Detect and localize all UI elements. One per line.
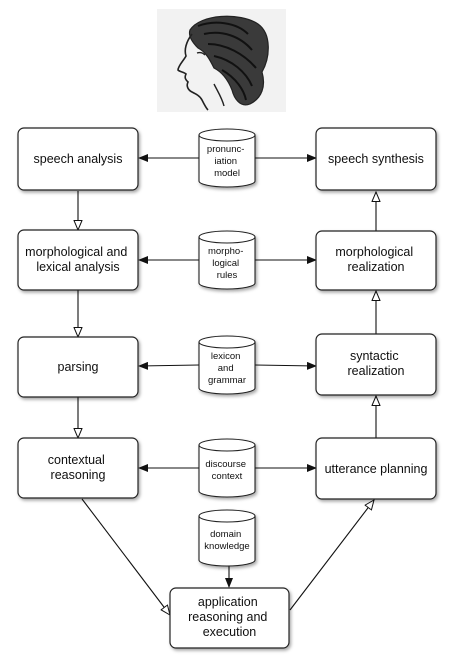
edge-application-to-utterance — [289, 500, 374, 611]
application-line-2: reasoning and — [188, 610, 267, 624]
utterance-line-1: utterance planning — [325, 462, 428, 476]
svg-text:parsing: parsing — [58, 360, 99, 374]
morph-rules-line-1: morpho- — [208, 246, 243, 257]
svg-text:morphological and lexica: morphological and lexical analysis — [25, 245, 131, 274]
pronunciation-line-3: model — [214, 168, 240, 179]
parsing-line-1: parsing — [58, 360, 99, 374]
box-parsing: parsing — [17, 336, 139, 398]
syntactic-line-1: syntactic — [350, 349, 399, 363]
box-speech-synthesis: speech synthesis — [315, 127, 437, 191]
discourse-line-2: context — [212, 471, 243, 482]
box-morphological-lexical-analysis: morphological and lexical analysis — [17, 229, 139, 291]
box-utterance-planning: utterance planning — [315, 437, 437, 500]
morph-realization-line-1: morphological — [335, 245, 413, 259]
pronunciation-line-1: pronunc- — [207, 144, 245, 155]
edge-contextual-to-application — [81, 498, 170, 615]
edge-lexicon-to-parsing — [138, 361, 200, 370]
speech-synthesis-line-1: speech synthesis — [328, 152, 424, 166]
store-morphological-rules: morpho- logical rules — [198, 230, 256, 290]
box-speech-analysis: speech analysis — [17, 127, 139, 191]
discourse-line-1: discourse — [205, 459, 246, 470]
lexicon-line-1: lexicon — [211, 351, 241, 362]
box-application-reasoning-execution: application reasoning and execution — [169, 587, 290, 649]
store-lexicon-grammar: lexicon and grammar — [198, 335, 256, 395]
lexicon-line-3: grammar — [208, 375, 246, 386]
morph-analysis-line-1: morphological and — [25, 245, 127, 259]
svg-text:discourse context: discourse context — [205, 459, 248, 482]
svg-text:speech analysis: speech analysis — [34, 152, 123, 166]
syntactic-line-2: realization — [348, 364, 405, 378]
svg-text:application reasoning an: application reasoning and execution — [188, 595, 271, 639]
edge-lexicon-to-syntactic — [254, 361, 317, 370]
sketched-face-icon — [157, 9, 286, 112]
speech-analysis-line-1: speech analysis — [34, 152, 123, 166]
store-discourse-context: discourse context — [198, 438, 256, 498]
svg-text:pronunc- iation mo: pronunc- iation model — [207, 144, 247, 179]
svg-text:syntactic realization: syntactic realization — [348, 349, 405, 378]
contextual-line-1: contextual — [48, 453, 105, 467]
lexicon-line-2: and — [218, 363, 234, 374]
svg-text:contextual reasoning: contextual reasoning — [48, 453, 108, 482]
domain-line-2: knowledge — [204, 541, 249, 552]
svg-text:speech synthesis: speech synthesis — [328, 152, 424, 166]
morph-realization-line-2: realization — [348, 260, 405, 274]
store-domain-knowledge: domain knowledge — [198, 509, 256, 567]
svg-text:lexicon and gramma: lexicon and grammar — [208, 351, 246, 386]
box-syntactic-realization: syntactic realization — [315, 333, 437, 396]
pronunciation-line-2: iation — [214, 156, 237, 167]
domain-line-1: domain — [210, 529, 241, 540]
svg-text:utterance planning: utterance planning — [325, 462, 428, 476]
box-contextual-reasoning: contextual reasoning — [17, 437, 139, 499]
box-morphological-realization: morphological realization — [315, 230, 437, 291]
morph-rules-line-3: rules — [217, 270, 238, 281]
store-pronunciation-model: pronunc- iation model — [198, 128, 256, 188]
contextual-line-2: reasoning — [51, 468, 106, 482]
application-line-3: execution — [203, 625, 257, 639]
morph-rules-line-2: logical — [212, 258, 239, 269]
application-line-1: application — [198, 595, 258, 609]
morph-analysis-line-2: lexical analysis — [36, 260, 119, 274]
svg-text:morphological realizatio: morphological realization — [335, 245, 416, 274]
svg-text:domain knowledge: domain knowledge — [204, 529, 249, 552]
svg-text:morpho- logical ru: morpho- logical rules — [208, 246, 246, 281]
